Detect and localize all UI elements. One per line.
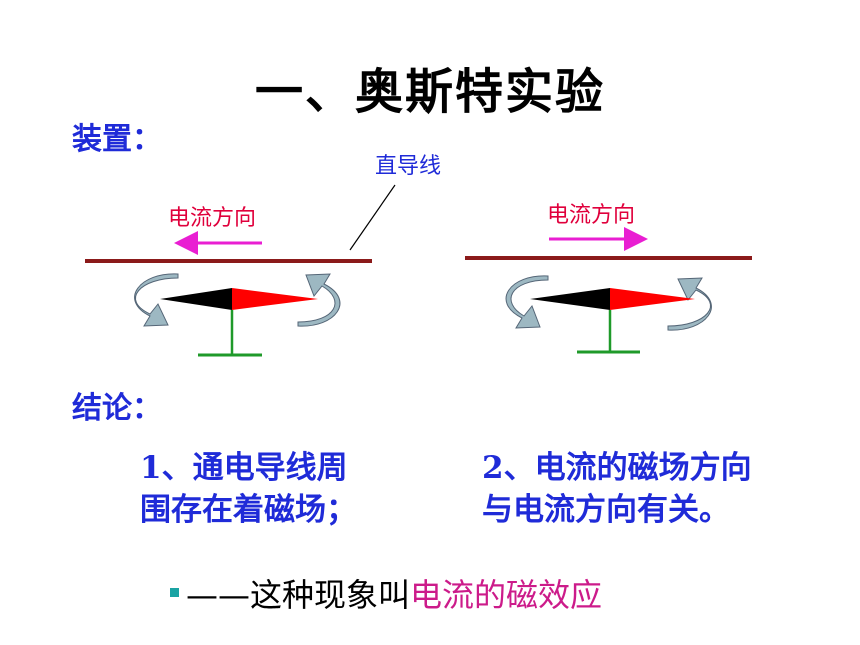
conclusion-1-line-1: 1、通电导线周 [140,450,348,486]
wire-pointer-line [349,184,396,251]
conclusion-heading: 结论： [72,391,162,426]
footer-highlight: 电流的磁效应 [410,576,603,614]
needle-north-right [610,288,695,310]
current-direction-label-left: 电流方向 [168,206,257,231]
footer-statement: ——这种现象叫电流的磁效应 [186,570,602,616]
needle-south-right [530,288,610,310]
rotation-arrow-left-b [297,273,341,327]
current-direction-label-right: 电流方向 [547,203,636,228]
conclusion-2-line-2: 与电流方向有关。 [482,492,730,528]
bullet-marker [170,588,179,597]
needle-south-left [160,288,232,310]
footer-prefix: ——这种现象叫 [186,576,411,614]
needle-north-left [232,288,318,310]
apparatus-heading: 装置： [72,122,162,157]
rotation-arrow-right-a [505,275,549,329]
conclusion-2-line-1: 2、电流的磁场方向 [482,450,752,486]
conclusion-1-line-2: 围存在着磁场； [140,492,357,528]
rotation-arrow-left-a [134,273,179,327]
page-title: 一、奥斯特实验 [254,64,605,120]
rotation-arrow-right-b [667,277,712,331]
wire-label: 直导线 [375,154,442,179]
